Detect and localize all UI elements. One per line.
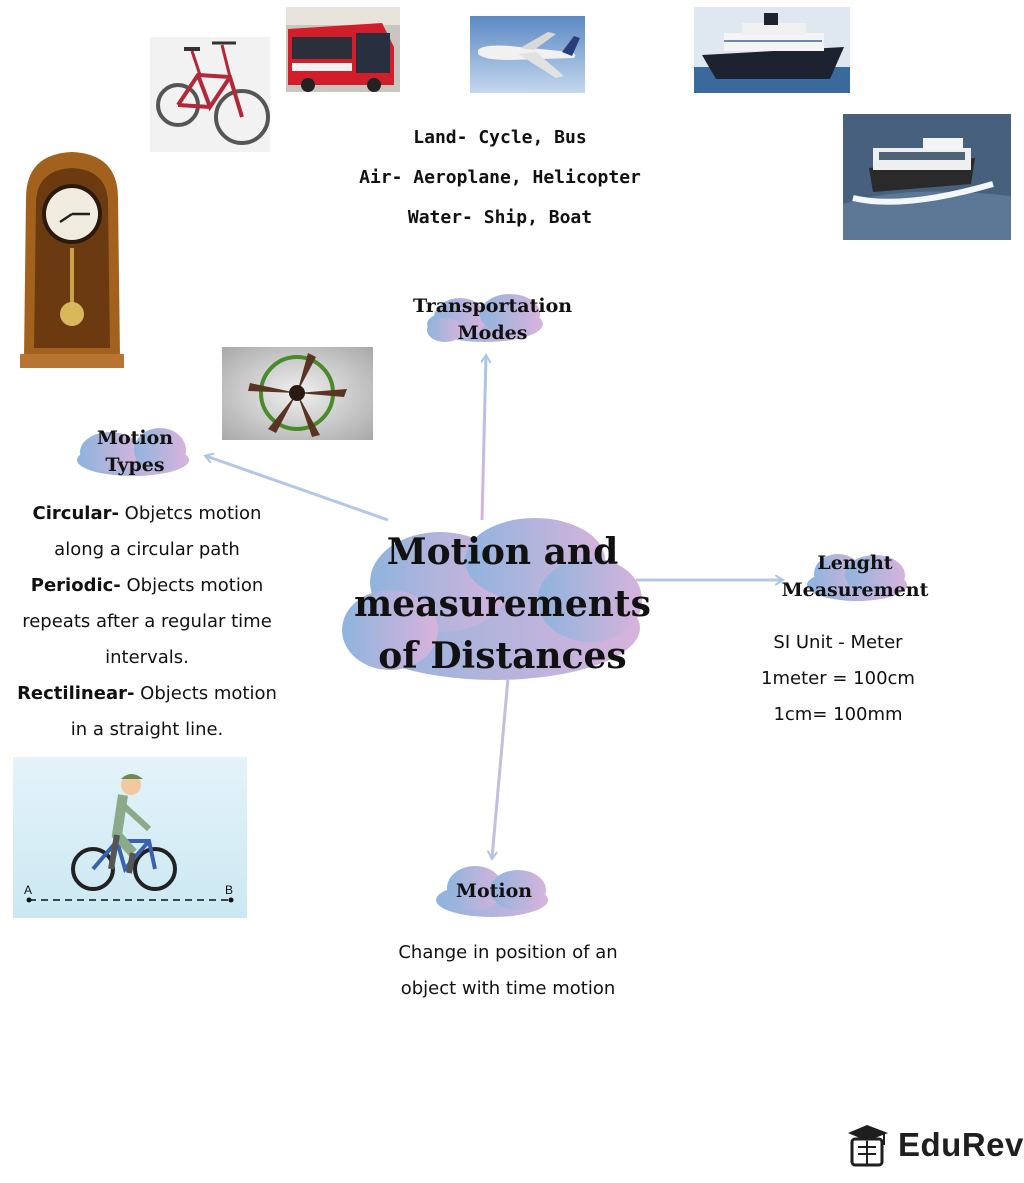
motion-definition: Change in position of an object with tim…	[398, 942, 618, 999]
edurev-logo: EduRev	[844, 1122, 1024, 1168]
ceiling-fan-image	[222, 347, 373, 440]
motion-title: Motion	[455, 880, 533, 902]
logo-text: EduRev	[898, 1126, 1024, 1163]
cyclist-image: A B	[13, 757, 247, 918]
transport-air: Air- Aeroplane, Helicopter	[359, 167, 641, 188]
length-text: SI Unit - Meter 1meter = 100cm 1cm= 100m…	[745, 625, 931, 733]
airplane-image	[470, 16, 585, 93]
arrow-to-transport	[480, 356, 486, 521]
si-unit: SI Unit - Meter	[773, 632, 903, 653]
arrow-to-motion	[492, 677, 510, 858]
center-title-line: Motion and	[386, 531, 619, 573]
bicycle-image	[150, 37, 270, 152]
pendulum-clock-image	[16, 148, 128, 370]
path-end-label: B	[225, 883, 233, 897]
transport-title: Transportation Modes	[412, 295, 573, 344]
center-title-line: measurements	[354, 583, 651, 625]
arrow-to-motion-types	[206, 456, 389, 522]
center-title-line: of Distances	[378, 635, 627, 677]
bus-image	[286, 7, 400, 92]
center-cloud	[342, 518, 642, 680]
transport-land: Land- Cycle, Bus	[413, 127, 587, 148]
length-title: Lenght Measurement	[781, 552, 929, 601]
transport-cloud	[427, 294, 543, 342]
path-start-label: A	[24, 883, 32, 897]
transport-water: Water- Ship, Boat	[407, 207, 593, 228]
motion-cloud	[436, 866, 548, 917]
motion-types-text: Circular- Objetcs motion along a circula…	[8, 496, 286, 748]
periodic-item: Periodic- Objects motion repeats after a…	[22, 575, 272, 668]
center-title: Motion and measurements of Distances	[330, 526, 675, 682]
cruise-ship-image	[694, 7, 850, 93]
graduation-cap-icon	[848, 1125, 888, 1167]
length-cloud	[807, 554, 907, 601]
ferry-boat-image	[843, 114, 1011, 240]
motion-types-cloud	[77, 428, 189, 476]
motion-types-title: Motion Types	[96, 427, 174, 476]
rectilinear-item: Rectilinear- Objects motion in a straigh…	[17, 683, 277, 740]
cm-conversion: 1cm= 100mm	[773, 704, 903, 725]
meter-conversion: 1meter = 100cm	[761, 668, 915, 689]
transport-list: Land- Cycle, Bus Air- Aeroplane, Helicop…	[330, 118, 670, 238]
circular-item: Circular- Objetcs motion along a circula…	[32, 503, 262, 560]
